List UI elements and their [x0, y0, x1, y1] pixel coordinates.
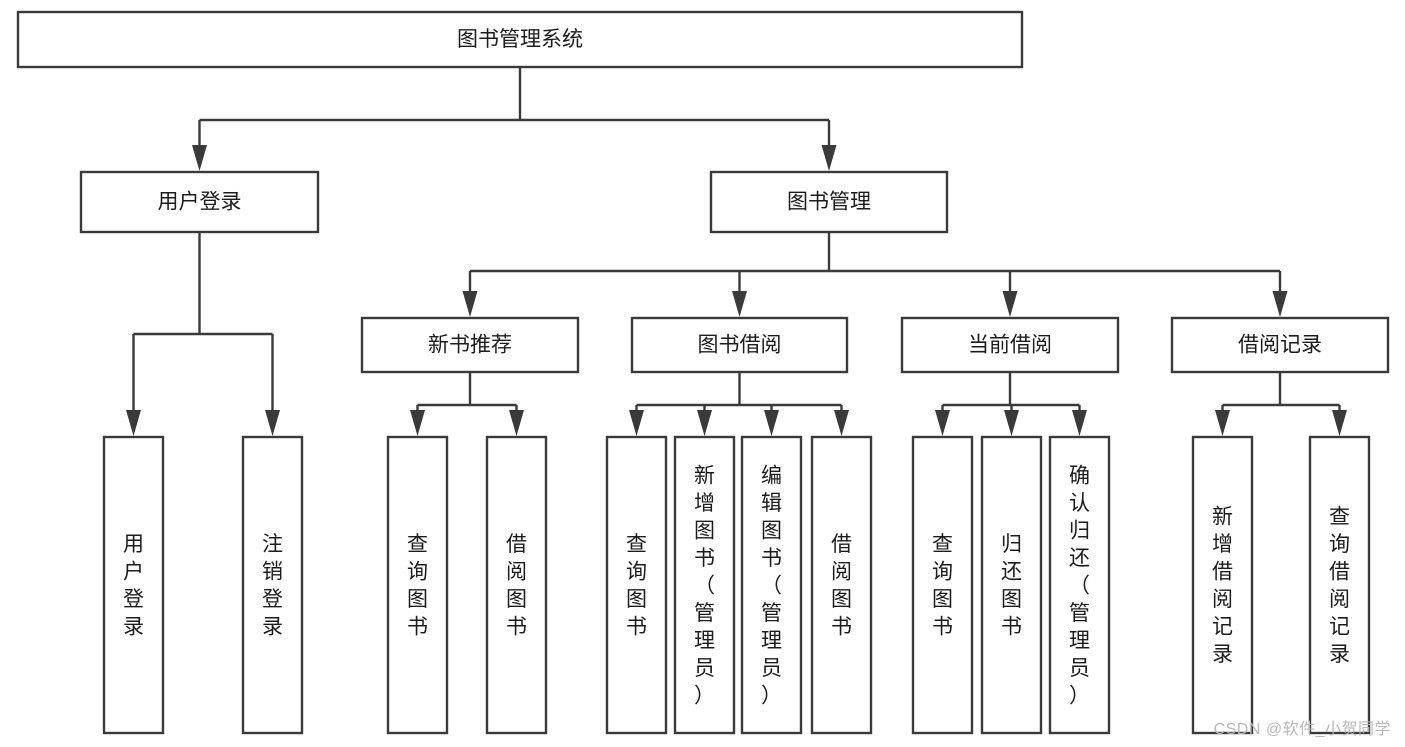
node-label-leaf-rec-borrow: 借阅图书 [506, 533, 527, 639]
connector-group-new-book-rec [410, 372, 524, 436]
connector-group-root [192, 67, 837, 171]
node-label-leaf-borrow-lend: 借阅图书 [831, 533, 852, 639]
node-new-book-rec[interactable]: 新书推荐 [360, 316, 580, 374]
node-label-leaf-borrow-add: 新增图书（管理员） [694, 464, 715, 707]
node-label-new-book-rec: 新书推荐 [428, 334, 512, 357]
node-box-leaf-user-login[interactable] [102, 435, 165, 735]
node-leaf-user-login[interactable]: 用户登录 [102, 435, 165, 735]
node-box-leaf-borrow-lend[interactable] [810, 435, 873, 735]
node-leaf-rec-query[interactable]: 查询图书 [386, 435, 449, 735]
node-borrow-record[interactable]: 借阅记录 [1170, 316, 1390, 374]
node-box-leaf-rec-query[interactable] [386, 435, 449, 735]
node-label-leaf-borrow-edit: 编辑图书（管理员） [761, 464, 782, 707]
node-label-leaf-cur-query: 查询图书 [932, 533, 953, 639]
node-current-borrow[interactable]: 当前借阅 [900, 316, 1120, 374]
node-layer: 图书管理系统用户登录图书管理新书推荐图书借阅当前借阅借阅记录用户登录注销登录查询… [16, 10, 1390, 735]
node-label-book-manage: 图书管理 [787, 191, 871, 214]
node-book-borrow[interactable]: 图书借阅 [630, 316, 849, 374]
node-box-borrow-record[interactable] [1170, 316, 1390, 374]
node-box-leaf-borrow-edit[interactable] [740, 435, 803, 735]
node-leaf-cur-query[interactable]: 查询图书 [911, 435, 974, 735]
node-box-root[interactable] [16, 10, 1024, 69]
node-label-user-login: 用户登录 [158, 191, 242, 214]
node-box-leaf-cur-return[interactable] [980, 435, 1043, 735]
node-label-current-borrow: 当前借阅 [968, 334, 1052, 357]
node-box-leaf-borrow-query[interactable] [605, 435, 668, 735]
node-box-leaf-rec-borrow[interactable] [485, 435, 548, 735]
node-leaf-cur-confirm[interactable]: 确认归还（管理员） [1048, 435, 1111, 735]
node-box-current-borrow[interactable] [900, 316, 1120, 374]
node-box-leaf-rec-add[interactable] [1191, 435, 1254, 735]
node-label-leaf-cur-confirm: 确认归还（管理员） [1069, 464, 1090, 707]
node-leaf-borrow-edit[interactable]: 编辑图书（管理员） [740, 435, 803, 735]
node-user-login[interactable]: 用户登录 [79, 170, 320, 234]
node-box-leaf-cur-confirm[interactable] [1048, 435, 1111, 735]
node-leaf-borrow-query[interactable]: 查询图书 [605, 435, 668, 735]
connector-group-book-manage [462, 232, 1288, 317]
node-box-leaf-cur-query[interactable] [911, 435, 974, 735]
connector-group-borrow-record [1215, 372, 1347, 436]
node-box-user-login[interactable] [79, 170, 320, 234]
connector-group-current-borrow [935, 372, 1087, 436]
connector-group-book-borrow [629, 372, 849, 436]
node-leaf-borrow-lend[interactable]: 借阅图书 [810, 435, 873, 735]
node-leaf-cur-return[interactable]: 归还图书 [980, 435, 1043, 735]
node-leaf-rec-borrow[interactable]: 借阅图书 [485, 435, 548, 735]
node-box-new-book-rec[interactable] [360, 316, 580, 374]
node-label-borrow-record: 借阅记录 [1238, 334, 1322, 357]
node-root[interactable]: 图书管理系统 [16, 10, 1024, 69]
node-box-book-borrow[interactable] [630, 316, 849, 374]
node-leaf-borrow-add[interactable]: 新增图书（管理员） [673, 435, 736, 735]
node-box-leaf-borrow-add[interactable] [673, 435, 736, 735]
connector-group-user-login [126, 232, 280, 436]
node-label-root: 图书管理系统 [457, 28, 583, 51]
node-box-leaf-user-logout[interactable] [241, 435, 304, 735]
edge-layer [126, 67, 1347, 436]
node-leaf-rec-search[interactable]: 查询借阅记录 [1308, 435, 1371, 735]
node-label-book-borrow: 图书借阅 [698, 334, 782, 357]
node-label-leaf-rec-query: 查询图书 [407, 533, 428, 639]
node-label-leaf-rec-add: 新增借阅记录 [1212, 506, 1233, 667]
watermark-label: CSDN @软件_小贺同学 [1213, 721, 1391, 738]
node-label-leaf-borrow-query: 查询图书 [626, 533, 647, 639]
node-box-leaf-rec-search[interactable] [1308, 435, 1371, 735]
node-box-book-manage[interactable] [709, 170, 949, 234]
node-label-leaf-user-login: 用户登录 [123, 533, 144, 639]
node-label-leaf-cur-return: 归还图书 [1001, 533, 1022, 639]
node-label-leaf-user-logout: 注销登录 [262, 533, 283, 639]
node-book-manage[interactable]: 图书管理 [709, 170, 949, 234]
node-leaf-rec-add[interactable]: 新增借阅记录 [1191, 435, 1254, 735]
node-leaf-user-logout[interactable]: 注销登录 [241, 435, 304, 735]
node-label-leaf-rec-search: 查询借阅记录 [1329, 506, 1350, 667]
